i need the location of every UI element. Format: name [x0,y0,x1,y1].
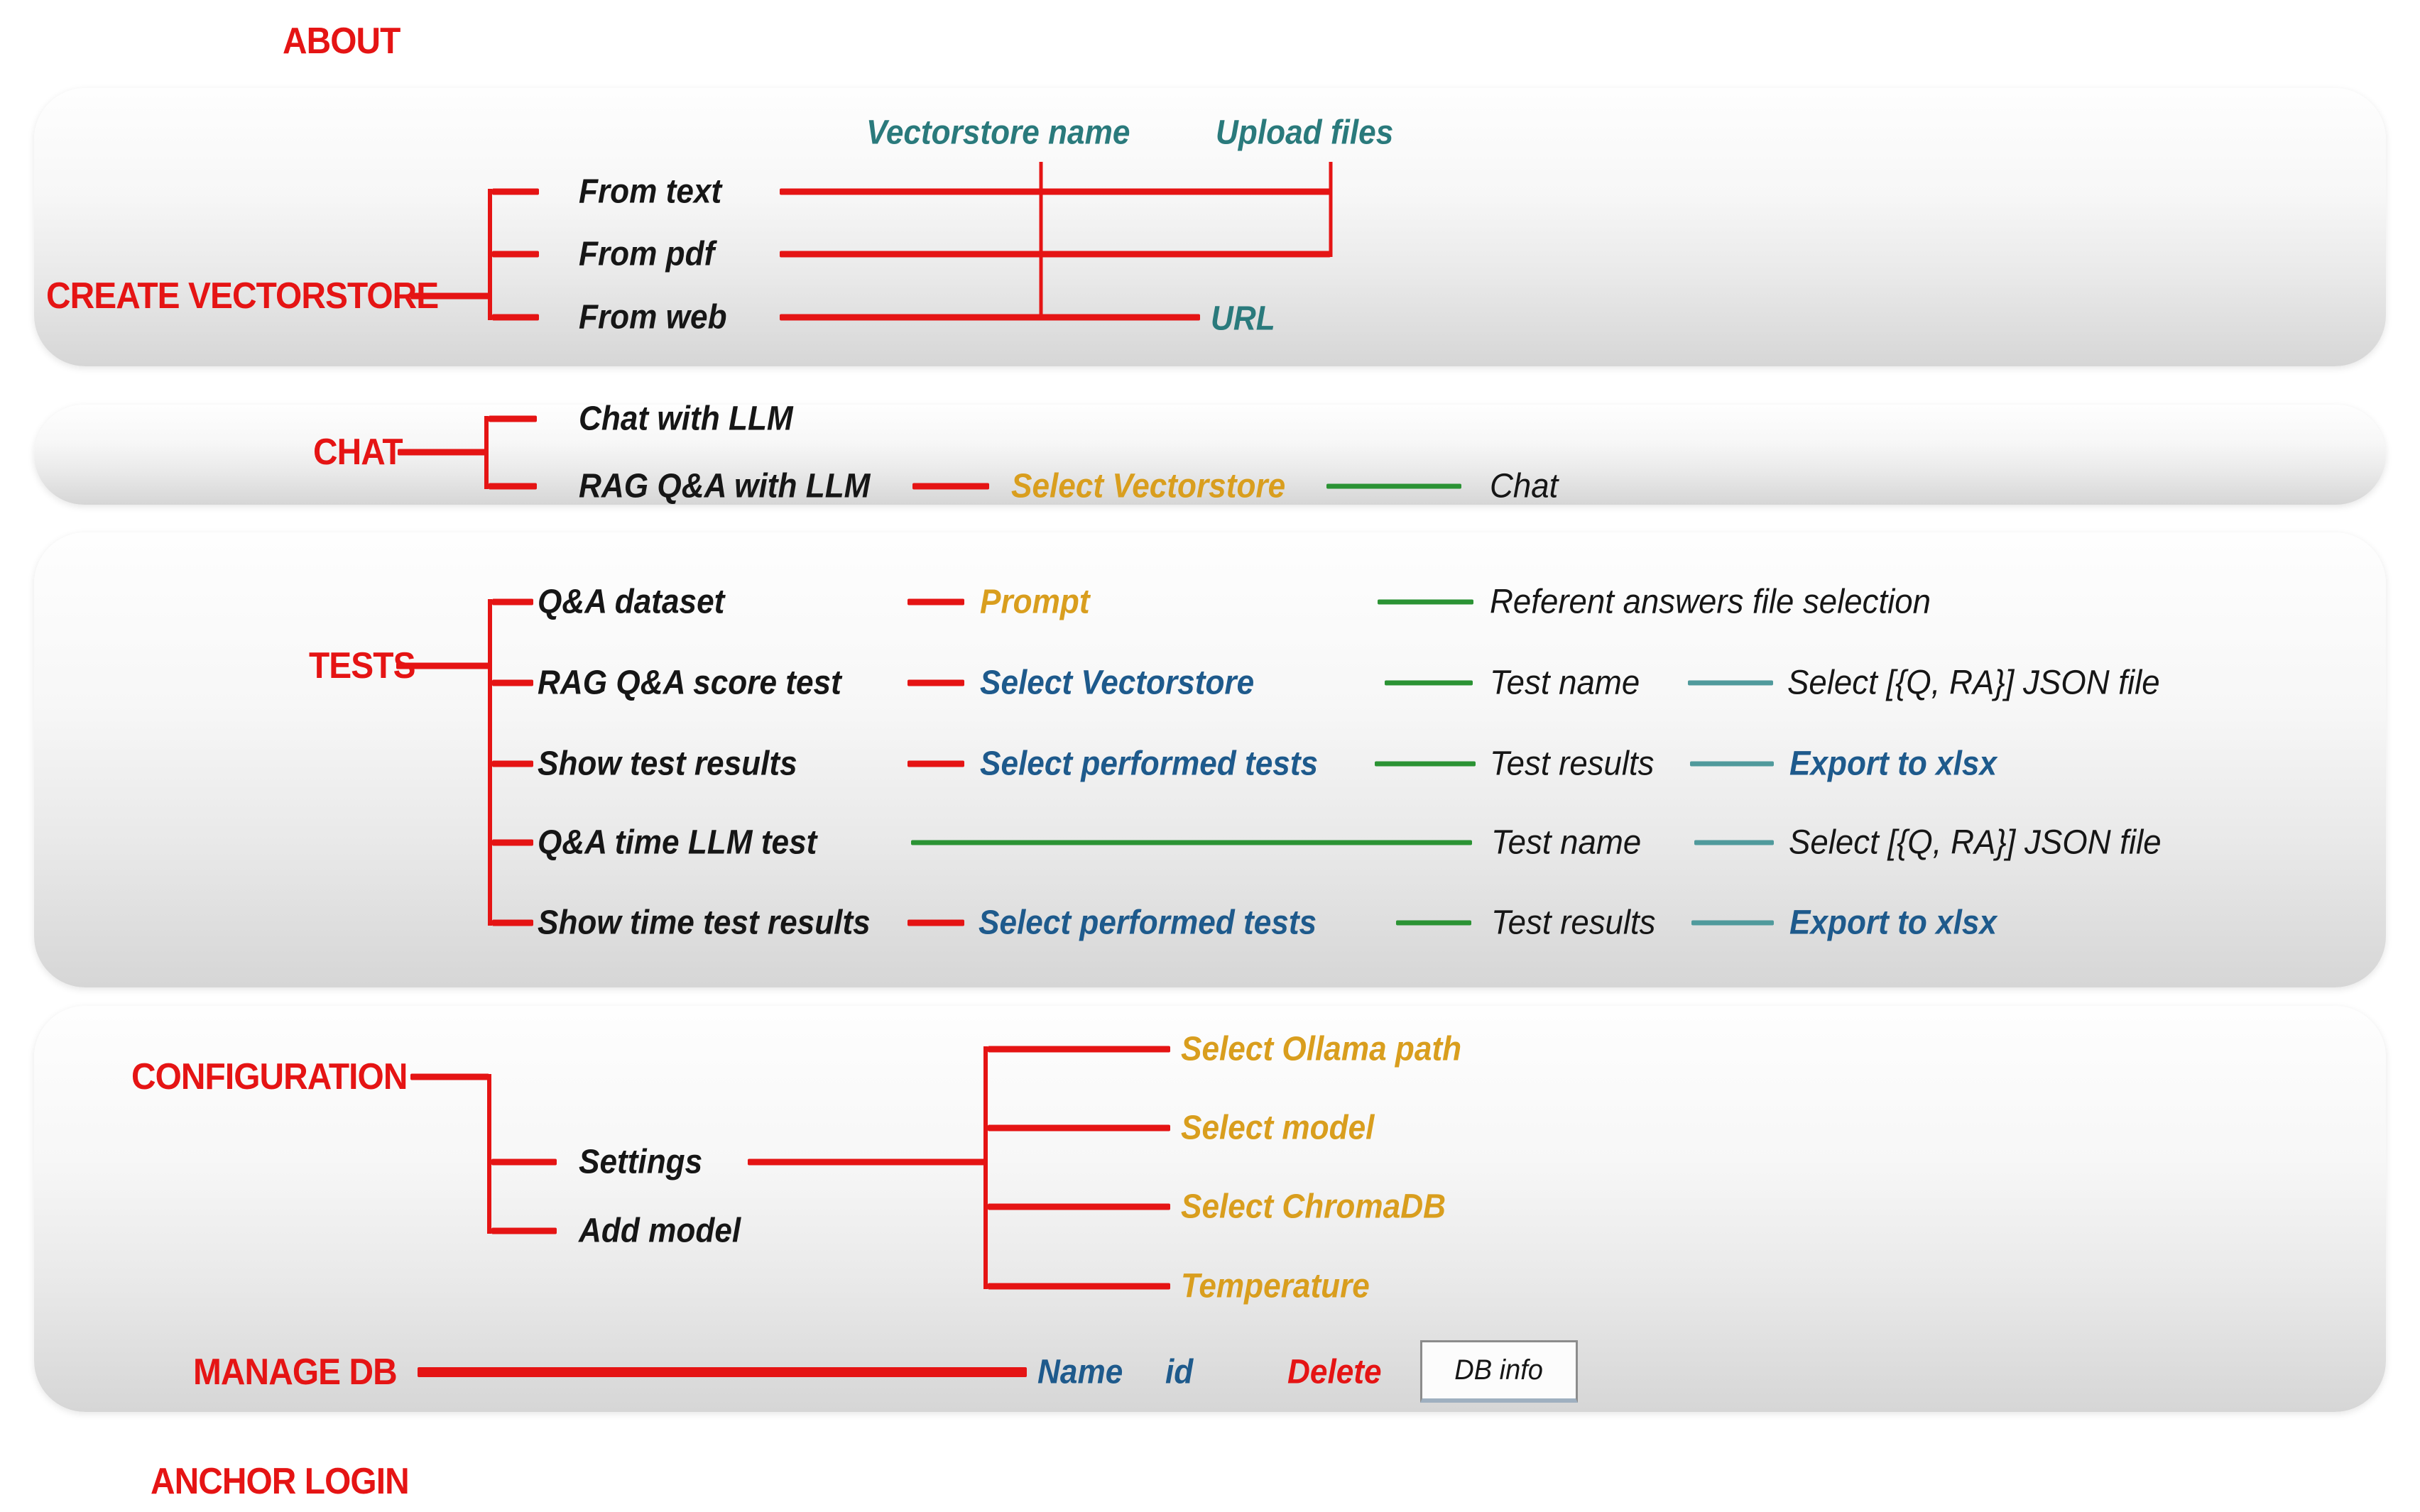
db-info-box: DB info [1420,1340,1578,1403]
tree-line [1375,761,1476,767]
step-test-results: Test results [1491,904,1656,942]
tree-line [410,292,490,300]
tree-line [988,1283,1170,1290]
menu-item-show-time-test-results: Show time test results [538,904,871,942]
field-name: Name [1037,1353,1123,1391]
tree-line [488,189,492,320]
tree-line [492,251,539,258]
tree-line [983,1046,988,1289]
menu-item-url: URL [1211,300,1275,338]
tree-line [780,251,1331,258]
create-vectorstore-panel [34,88,2386,366]
tree-line [491,1227,557,1234]
tree-line [492,919,533,926]
tree-line [492,760,533,767]
menu-item-qa-time-llm-test: Q&A time LLM test [538,823,817,862]
step-export-to-xlsx: Export to xlsx [1789,745,1997,783]
menu-item-chat-with-llm: Chat with LLM [579,400,793,438]
tree-line [1385,680,1473,686]
tree-line [489,483,537,490]
menu-item-show-test-results: Show test results [538,745,797,783]
tree-line [911,840,1472,845]
menu-item-rag-qa-with-llm: RAG Q&A with LLM [579,467,871,505]
tree-line [1694,840,1774,845]
tree-line [492,839,533,846]
tree-line [908,679,964,686]
chat-heading: CHAT [313,432,403,473]
step-test-results: Test results [1490,745,1655,783]
db-info-label: DB info [1454,1354,1544,1386]
tree-line [492,314,539,321]
menu-item-settings: Settings [579,1143,703,1181]
tree-line [1691,920,1774,926]
tree-line [988,1203,1170,1210]
menu-item-qa-dataset: Q&A dataset [538,583,725,621]
step-select-json-file: Select [{Q, RA}] JSON file [1787,664,2160,702]
setting-select-model: Select model [1181,1109,1375,1147]
tree-line [1326,483,1461,489]
create-vectorstore-heading: CREATE VECTORSTORE [46,275,439,317]
anchor-login-heading: ANCHOR LOGIN [151,1461,410,1502]
step-select-performed-tests: Select performed tests [980,745,1319,783]
configuration-heading: CONFIGURATION [131,1056,408,1097]
tree-line [1396,920,1471,926]
tree-line [748,1158,986,1166]
tree-line [492,598,533,606]
tree-line [780,314,1200,321]
column-vectorstore-name: Vectorstore name [866,114,1130,152]
setting-select-chromadb: Select ChromaDB [1181,1188,1446,1226]
about-heading: ABOUT [283,21,400,62]
tree-line [908,598,964,606]
tests-panel [34,532,2386,987]
step-chat: Chat [1490,467,1559,505]
tree-line [780,188,1331,195]
tree-line [1688,680,1773,686]
tree-line [492,679,533,686]
tree-line [484,416,489,489]
tree-line [487,1074,491,1234]
tree-line [1378,599,1473,605]
menu-item-from-pdf: From pdf [579,235,715,273]
tree-line [912,483,989,490]
tree-line [489,415,537,422]
tree-line [396,662,490,669]
configuration-manage-db-panel [34,1006,2386,1412]
manage-db-heading: MANAGE DB [193,1352,398,1393]
column-upload-files: Upload files [1216,114,1394,152]
tree-line [908,760,964,767]
tree-line [908,919,964,926]
tree-line [491,1158,557,1166]
step-test-name: Test name [1491,823,1642,862]
menu-item-from-web: From web [579,298,727,336]
menu-item-from-text: From text [579,172,722,211]
step-test-name: Test name [1490,664,1640,702]
tree-line [418,1367,1027,1377]
step-export-to-xlsx: Export to xlsx [1789,904,1997,942]
tree-line [988,1046,1170,1053]
setting-select-ollama-path: Select Ollama path [1181,1030,1462,1068]
tree-line [398,449,486,456]
tree-line [1690,761,1774,767]
tree-line [488,599,492,926]
step-referent-answers: Referent answers file selection [1490,583,1931,621]
step-select-json-file: Select [{Q, RA}] JSON file [1789,823,2162,862]
tree-line [492,188,539,195]
action-delete: Delete [1287,1353,1382,1391]
menu-item-rag-qa-score-test: RAG Q&A score test [538,664,841,702]
tree-line [1039,162,1043,320]
step-prompt: Prompt [980,583,1090,621]
tree-line [988,1124,1170,1132]
step-select-vectorstore: Select Vectorstore [1011,467,1286,505]
step-select-vectorstore: Select Vectorstore [980,664,1255,702]
tree-line [1329,162,1333,257]
field-id: id [1165,1353,1194,1391]
menu-item-add-model: Add model [579,1212,741,1250]
step-select-performed-tests: Select performed tests [979,904,1317,942]
tree-line [410,1073,489,1080]
setting-temperature: Temperature [1181,1267,1370,1305]
